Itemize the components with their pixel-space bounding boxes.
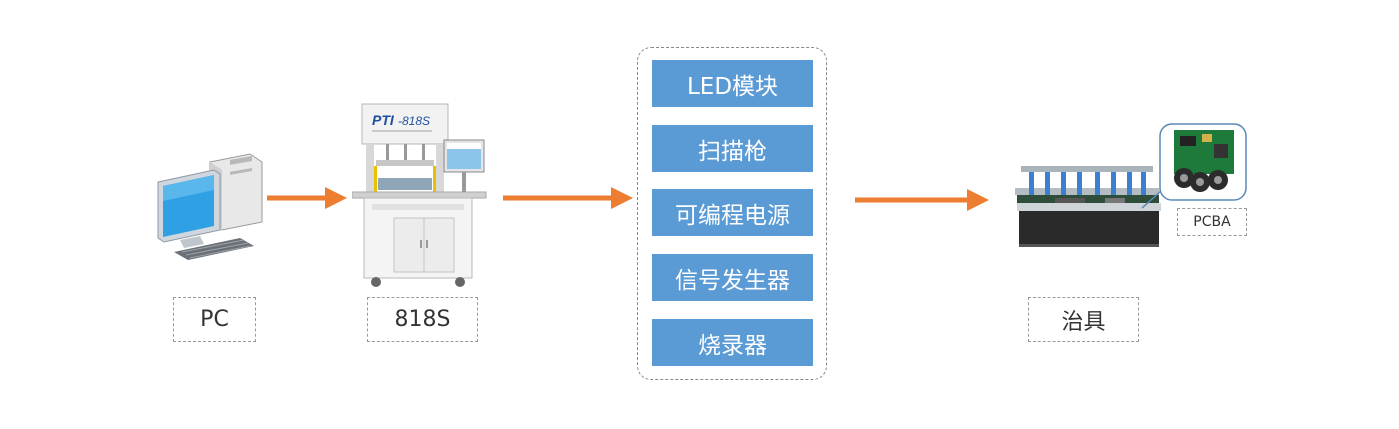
pc-label: PC xyxy=(173,297,256,342)
tester-model-text: -818S xyxy=(398,114,430,128)
module-programmer: 烧录器 xyxy=(652,319,813,366)
peripheral-module-group: LED模块 扫描枪 可编程电源 信号发生器 烧录器 xyxy=(637,47,827,380)
arrow-modules-to-fixture xyxy=(855,189,989,211)
module-led: LED模块 xyxy=(652,60,813,107)
fixture-label: 治具 xyxy=(1028,297,1139,342)
pcba-board-icon xyxy=(1141,123,1247,209)
desktop-pc-icon xyxy=(157,153,263,260)
module-power-supply: 可编程电源 xyxy=(652,189,813,236)
tester-label: 818S xyxy=(367,297,478,342)
module-scanner: 扫描枪 xyxy=(652,125,813,172)
pcba-label: PCBA xyxy=(1177,208,1247,236)
test-fixture-icon xyxy=(1015,166,1161,247)
arrow-818s-to-modules xyxy=(503,187,633,209)
module-signal-generator: 信号发生器 xyxy=(652,254,813,301)
test-machine-icon: PTI -818S xyxy=(352,103,487,287)
tester-brand-text: PTI xyxy=(372,112,395,128)
arrow-pc-to-818s xyxy=(267,187,347,209)
